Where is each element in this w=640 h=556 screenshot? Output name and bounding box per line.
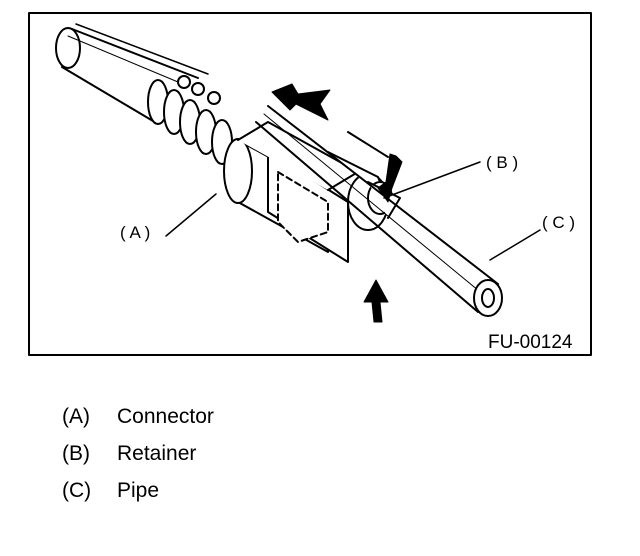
legend-text: Retainer — [117, 441, 197, 465]
diagram-figure: ( A ) ( B ) ( C ) FU-00124 — [28, 12, 592, 356]
figure-frame — [28, 12, 592, 356]
callout-c: ( C ) — [542, 213, 575, 232]
legend-item-connector: (A) Connector — [62, 398, 214, 435]
press-arrow-top — [377, 153, 403, 203]
legend-text: Pipe — [117, 478, 160, 502]
legend-item-retainer: (B) Retainer — [62, 435, 214, 472]
legend-text: Connector — [117, 404, 214, 428]
pull-arrow — [271, 83, 331, 121]
callout-b: ( B ) — [486, 153, 518, 172]
figure-code: FU-00124 — [488, 332, 573, 353]
legend-key: (A) — [62, 404, 90, 428]
hose — [55, 23, 209, 125]
press-arrow-bottom — [363, 279, 389, 323]
leader-lines — [165, 161, 541, 261]
connector-diagram: ( A ) ( B ) ( C ) FU-00124 — [28, 12, 592, 356]
leader-c — [489, 229, 541, 261]
leader-a — [165, 193, 217, 237]
callout-a: ( A ) — [120, 223, 150, 242]
direction-arrows — [271, 83, 403, 323]
leader-b — [383, 161, 481, 199]
legend-item-pipe: (C) Pipe — [62, 472, 214, 509]
connector-body — [223, 121, 389, 263]
legend: (A) Connector (B) Retainer (C) Pipe — [62, 398, 214, 509]
legend-key: (B) — [62, 441, 90, 465]
legend-key: (C) — [62, 478, 92, 502]
